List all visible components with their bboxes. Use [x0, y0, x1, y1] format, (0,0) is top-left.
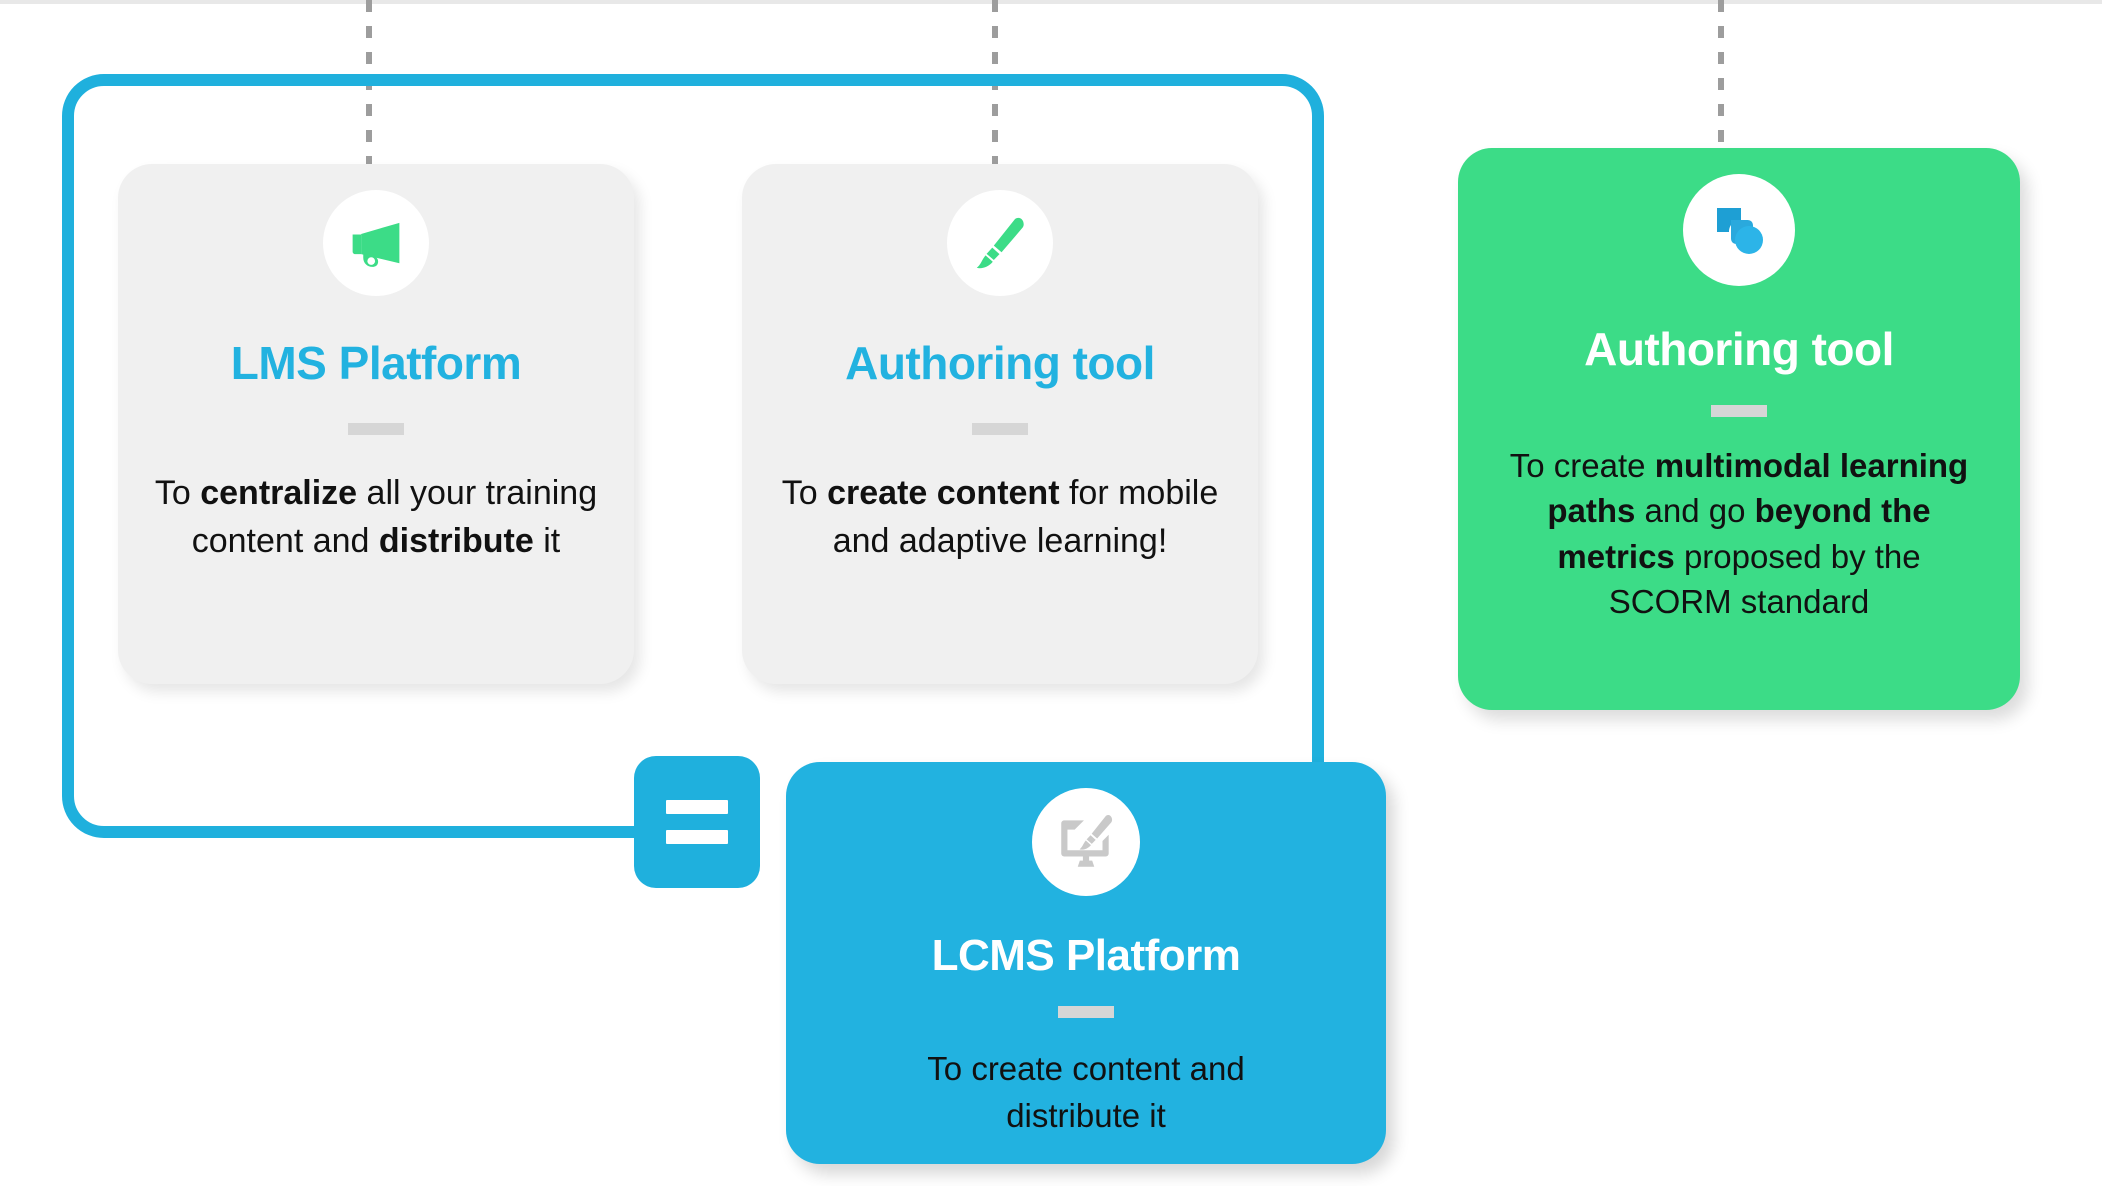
card-body: To create content and distribute it: [927, 1050, 1245, 1135]
paintbrush-icon: [947, 190, 1053, 296]
dotted-connector-lms: [366, 0, 372, 182]
bracket-right-stub: [1312, 700, 1324, 770]
card-title: LMS Platform: [230, 337, 522, 389]
title-divider: [1058, 1006, 1114, 1019]
megaphone-icon: [323, 190, 429, 296]
card-body: To centralize all your training content …: [154, 473, 598, 560]
card-lms-platform[interactable]: LMS Platform To centralize all your trai…: [118, 164, 634, 684]
card-title: Authoring tool: [845, 337, 1155, 389]
card-body: To create content for mobile and adaptiv…: [781, 473, 1219, 560]
equals-bar-top: [666, 800, 728, 814]
top-hairline: [0, 0, 2102, 4]
dotted-connector-green-authoring: [1718, 0, 1724, 152]
card-title: Authoring tool: [1584, 323, 1894, 375]
title-divider: [1711, 404, 1767, 417]
title-divider: [972, 422, 1028, 435]
card-authoring-tool-green[interactable]: Authoring tool To create multimodal lear…: [1458, 148, 2020, 710]
title-divider: [348, 422, 404, 435]
card-title: LCMS Platform: [931, 931, 1241, 980]
dotted-connector-authoring: [992, 0, 998, 180]
card-body: To create multimodal learning paths and …: [1509, 446, 1969, 621]
equals-bar-bottom: [666, 830, 728, 844]
card-lcms-platform[interactable]: LCMS Platform To create content and dist…: [786, 762, 1386, 1164]
card-authoring-tool-grey[interactable]: Authoring tool To create content for mob…: [742, 164, 1258, 684]
layers-shapes-icon: [1683, 174, 1795, 286]
monitor-paintbrush-icon: [1032, 788, 1140, 896]
equals-badge: [634, 756, 760, 888]
